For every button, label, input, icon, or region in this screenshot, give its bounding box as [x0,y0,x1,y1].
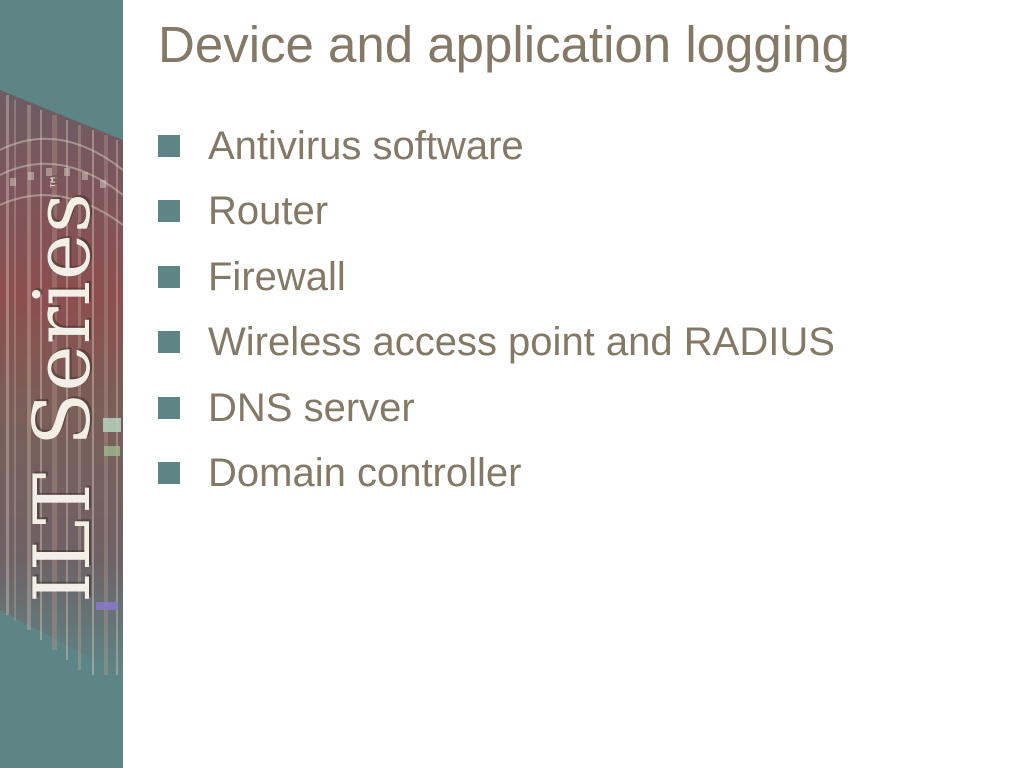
bullet-label: Domain controller [208,451,522,496]
bullet-item-dns-server: DNS server [158,375,835,441]
side-decoration-band: ILT Series™ [0,0,123,768]
bullet-label: Firewall [208,254,346,299]
square-bullet-icon [158,134,180,157]
ilt-series-logo: ILT Series™ [18,172,108,602]
slide-title: Device and application logging [158,16,850,73]
square-bullet-icon [158,396,180,419]
bullet-item-wireless-ap: Wireless access point and RADIUS [158,310,835,376]
bullet-label: DNS server [208,385,415,430]
bullet-item-router: Router [158,179,835,245]
bullet-label: Wireless access point and RADIUS [208,320,835,365]
bullet-label: Antivirus software [208,123,524,168]
bullet-label: Router [208,189,329,234]
square-bullet-icon [158,200,180,223]
square-bullet-icon [158,462,180,485]
bullet-item-antivirus: Antivirus software [158,113,835,179]
decorative-stripes-image [0,90,123,675]
bullet-list: Antivirus software Router Firewall Wirel… [158,113,835,506]
logo-text: ILT Series™ [18,172,108,603]
square-bullet-icon [158,331,180,354]
square-bullet-icon [158,265,180,288]
bullet-item-firewall: Firewall [158,244,835,310]
bullet-item-domain-controller: Domain controller [158,441,835,507]
